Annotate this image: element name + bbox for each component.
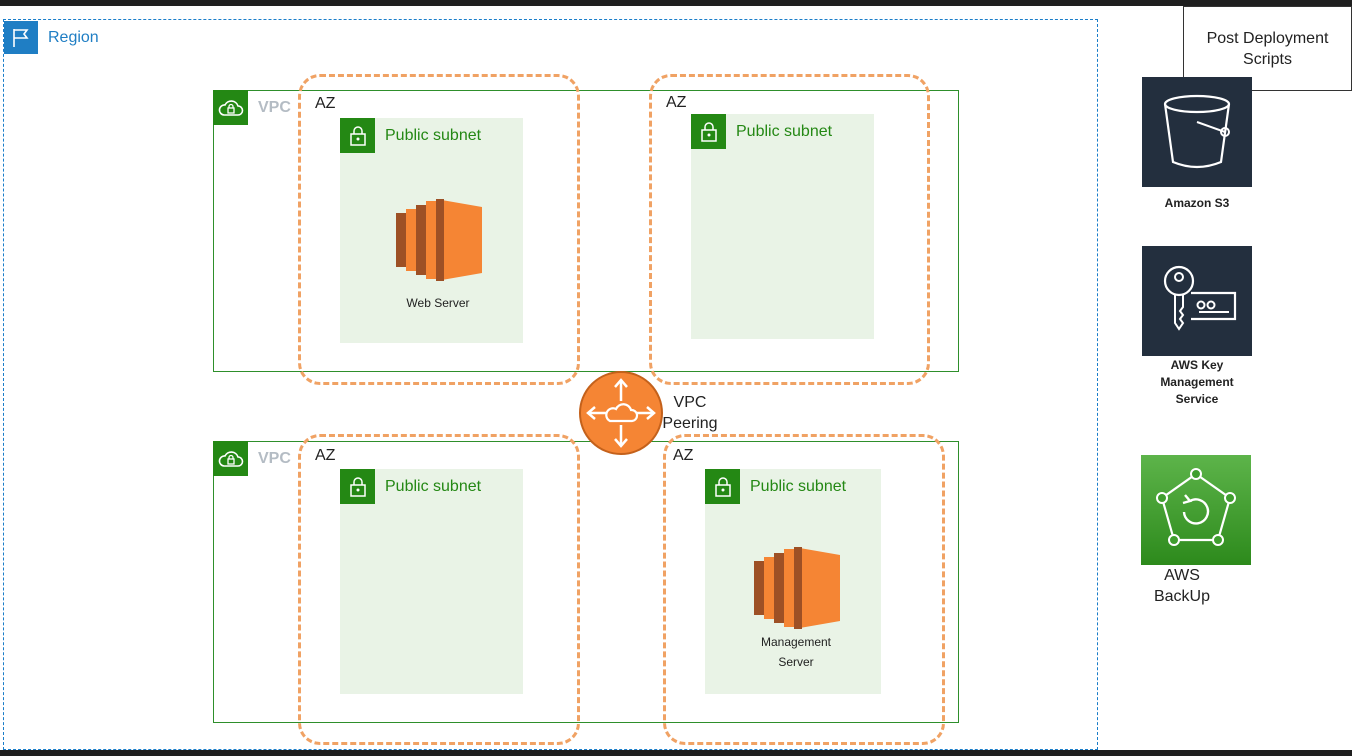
- management-server-label-line1: Management: [760, 635, 832, 649]
- subnet-lock-icon: [340, 469, 375, 504]
- management-server-label: Management Server: [746, 632, 846, 672]
- public-subnet-label: Public subnet: [736, 123, 833, 140]
- public-subnet-label: Public subnet: [750, 478, 847, 495]
- az-label: AZ: [315, 95, 336, 112]
- region-boundary: [3, 19, 1098, 750]
- web-server-label: Web Server: [406, 296, 470, 310]
- az-label: AZ: [315, 447, 336, 464]
- post-deployment-line1: Post Deployment: [1206, 29, 1329, 47]
- kms-key-icon: [1163, 265, 1237, 331]
- region-flag-icon: [4, 21, 38, 54]
- management-server-label-line2: Server: [778, 655, 814, 669]
- public-subnet-top-right: [691, 114, 874, 339]
- public-subnet-bottom-left: [340, 469, 523, 694]
- backup-icon: [1156, 468, 1236, 546]
- vpc-peering-label-line1: VPC: [673, 394, 707, 411]
- aws-backup-label-line2: BackUp: [1153, 588, 1211, 605]
- public-subnet-label: Public subnet: [385, 127, 482, 144]
- vpc-top: [213, 90, 959, 372]
- vpc-peering-label: VPC Peering: [655, 392, 725, 434]
- vpc-top-label: VPC: [258, 99, 291, 116]
- aws-kms-label: AWS Key Management Service: [1137, 357, 1257, 408]
- aws-kms-label-line2: Management: [1160, 375, 1234, 389]
- vpc-bottom: [213, 441, 959, 723]
- s3-bucket-icon: [1163, 94, 1231, 169]
- aws-kms-label-line1: AWS Key: [1170, 358, 1224, 372]
- amazon-s3-label: Amazon S3: [1164, 196, 1230, 210]
- post-deployment-scripts-box: Post Deployment Scripts: [1183, 6, 1352, 91]
- az-top-right: [649, 74, 930, 385]
- aws-backup-label: AWS BackUp: [1142, 565, 1222, 607]
- subnet-lock-icon: [340, 118, 375, 153]
- vpc-cloud-lock-icon: [213, 441, 248, 476]
- amazon-s3-tile: [1142, 77, 1252, 187]
- region-label: Region: [48, 29, 99, 46]
- ec2-instance-icon: [396, 199, 482, 286]
- aws-backup-tile: [1141, 455, 1251, 565]
- post-deployment-line2: Scripts: [1243, 50, 1292, 68]
- window-bottom-bar: [0, 750, 1352, 756]
- subnet-lock-icon: [691, 114, 726, 149]
- az-bottom-left: [298, 434, 580, 745]
- aws-kms-label-line3: Service: [1175, 392, 1219, 406]
- window-top-bar: [0, 0, 1352, 6]
- az-label: AZ: [673, 447, 694, 464]
- aws-kms-tile: [1142, 246, 1252, 356]
- az-label: AZ: [666, 94, 687, 111]
- vpc-peering-label-line2: Peering: [662, 415, 718, 432]
- vpc-cloud-lock-icon: [213, 90, 248, 125]
- public-subnet-label: Public subnet: [385, 478, 482, 495]
- subnet-lock-icon: [705, 469, 740, 504]
- az-bottom-right: [663, 434, 945, 745]
- az-top-left: [298, 74, 580, 385]
- aws-backup-label-line1: AWS: [1164, 567, 1200, 584]
- vpc-bottom-label: VPC: [258, 450, 291, 467]
- ec2-instance-icon: [754, 547, 840, 634]
- vpc-peering-icon: [579, 371, 663, 460]
